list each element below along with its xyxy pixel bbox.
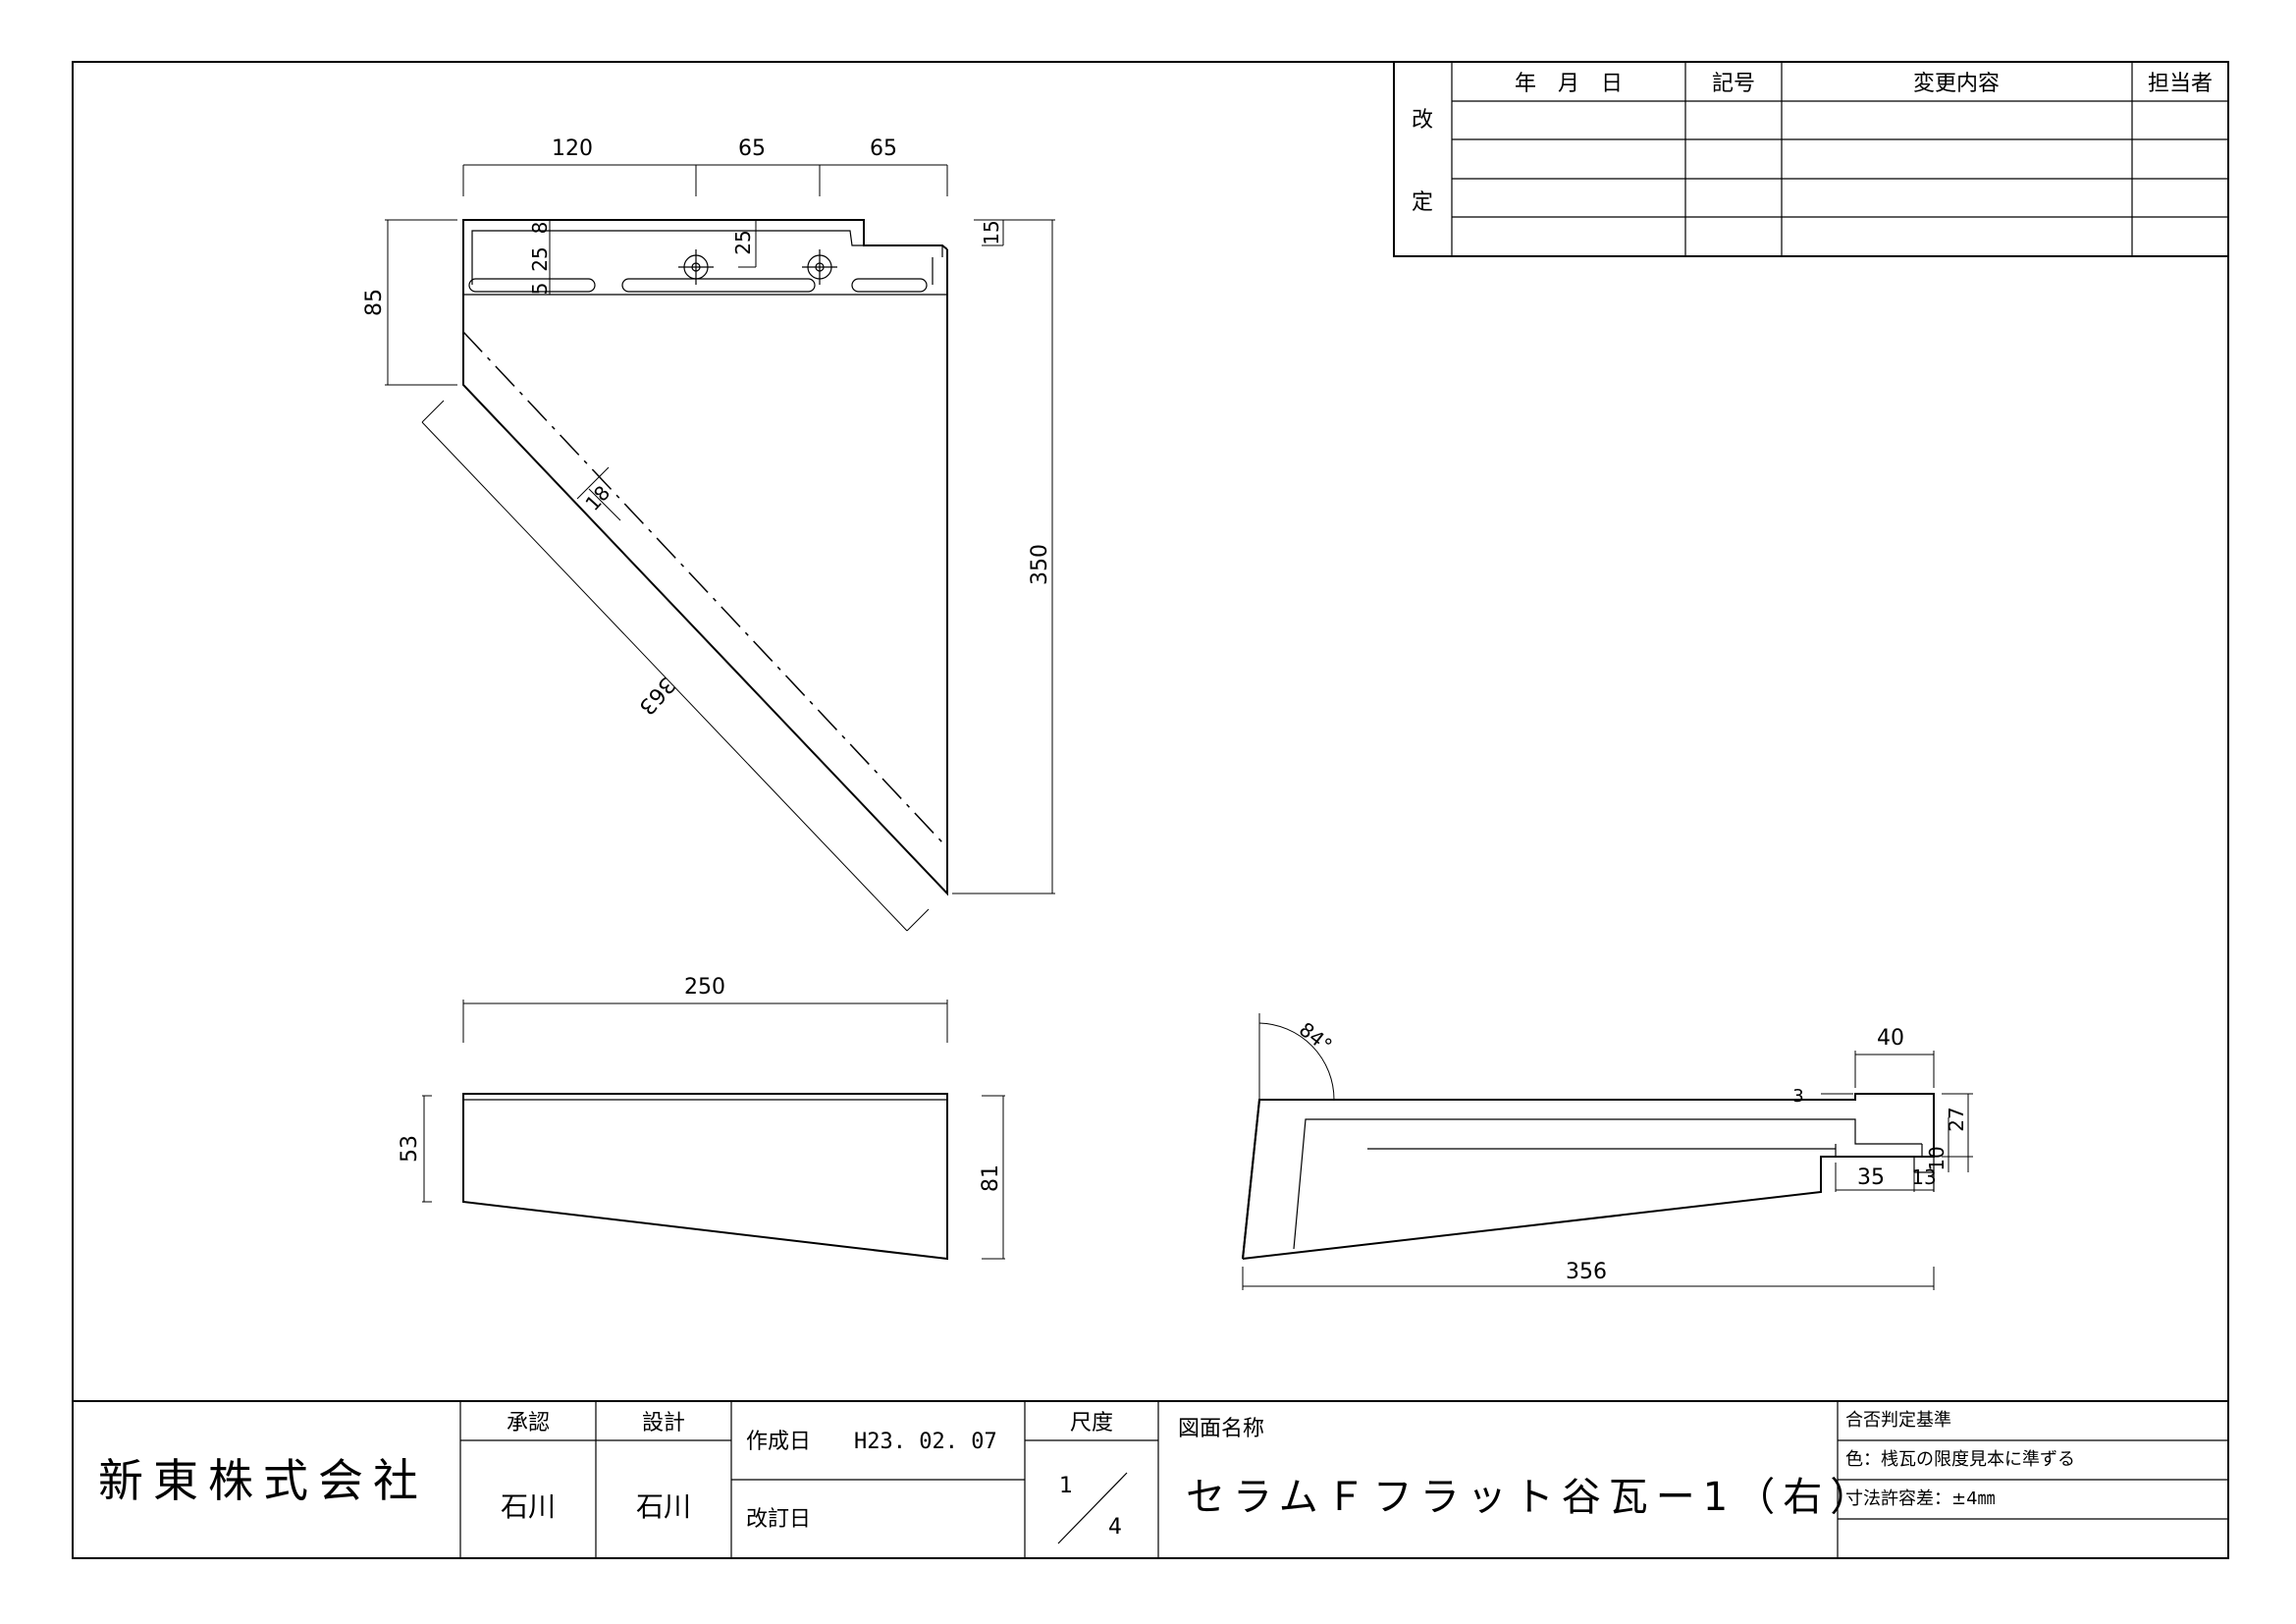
dim-81: 81 [979,1164,1003,1192]
dim-350: 350 [1028,544,1052,585]
criteria-color: 色：桟瓦の限度見本に準ずる [1845,1449,2075,1470]
approval-label: 承認 [507,1411,550,1435]
drawing-name-label: 図面名称 [1178,1417,1264,1441]
dim-10: 10 [1925,1146,1949,1170]
dim-25b: 25 [731,230,755,254]
design-label: 設計 [642,1411,685,1435]
dim-8: 8 [528,222,552,235]
revision-col-mark: 記号 [1712,72,1755,96]
dim-5: 5 [528,283,552,296]
dim-40: 40 [1877,1026,1904,1051]
criteria-label: 合否判定基準 [1845,1410,1951,1431]
dim-27: 27 [1945,1107,1968,1131]
revision-col-content: 変更内容 [1913,72,2000,96]
revision-side-label-bottom: 定 [1412,190,1433,215]
scale-denominator: 4 [1108,1515,1122,1540]
scale-numerator: 1 [1059,1474,1073,1498]
revised-label: 改訂日 [746,1507,811,1532]
dim-65a: 65 [738,136,766,161]
dim-13: 13 [1911,1165,1936,1189]
top-view: 120 65 65 8 25 5 25 15 350 85 18 363 [362,136,1055,932]
approval-name: 石川 [501,1490,556,1523]
dim-15: 15 [980,220,1003,244]
criteria-tolerance: 寸法許容差：±4㎜ [1845,1489,1996,1509]
dim-35: 35 [1857,1165,1885,1190]
front-view: 250 53 81 [398,975,1005,1261]
company-name: 新東株式会社 [98,1454,428,1507]
sheet-border [72,61,2229,1559]
side-view: 84° 40 3 10 27 35 13 356 [1242,1013,1973,1290]
drawing-name: セラムＦフラット谷瓦ー1（右） [1186,1475,1877,1520]
revision-table: 改 定 年 月 日 記号 変更内容 担当者 [1393,61,2229,257]
dim-65b: 65 [870,136,897,161]
created-label: 作成日 [746,1430,811,1454]
dim-25a: 25 [528,246,552,271]
design-name: 石川 [636,1490,691,1523]
dim-356: 356 [1566,1260,1607,1284]
scale-label: 尺度 [1070,1411,1113,1435]
dim-angle-84: 84° [1295,1017,1337,1057]
created-date: H23. 02. 07 [854,1430,997,1454]
dim-250: 250 [684,975,725,1000]
dim-85: 85 [362,289,387,316]
revision-col-date: 年 月 日 [1515,72,1623,96]
dim-3: 3 [1792,1086,1803,1107]
dim-120: 120 [552,136,593,161]
revision-side-label-top: 改 [1412,108,1433,133]
dim-363: 363 [633,672,679,719]
title-block: 新東株式会社 承認 設計 石川 石川 作成日 H23. 02. 07 改訂日 尺… [73,1400,2228,1558]
dim-53: 53 [398,1135,422,1163]
revision-col-person: 担当者 [2148,72,2213,96]
